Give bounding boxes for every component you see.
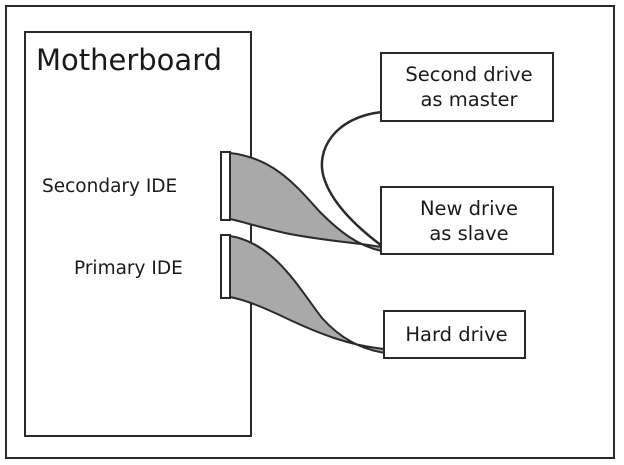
primary-ribbon-cable [229, 234, 386, 355]
hard-drive-box: Hard drive [383, 310, 526, 359]
master-drive-line1: Second drive [405, 63, 533, 86]
primary-ide-label: Primary IDE [74, 258, 183, 279]
master-drive-line2: as master [420, 88, 518, 111]
motherboard-title: Motherboard [36, 43, 223, 77]
primary-ide-connector [220, 234, 231, 299]
hard-drive-label: Hard drive [405, 323, 508, 346]
master-cable-loop [320, 110, 383, 247]
secondary-ide-connector [220, 151, 231, 221]
slave-drive-line1: New drive [419, 196, 519, 220]
secondary-ribbon-cable [229, 151, 383, 253]
second-drive-master-box: Second drive as master [380, 52, 554, 122]
motherboard-box: Motherboard [24, 31, 252, 437]
secondary-ide-label: Secondary IDE [42, 176, 178, 197]
slave-drive-line2: as slave [429, 221, 509, 245]
new-drive-slave-box: New drive as slave [380, 186, 554, 255]
